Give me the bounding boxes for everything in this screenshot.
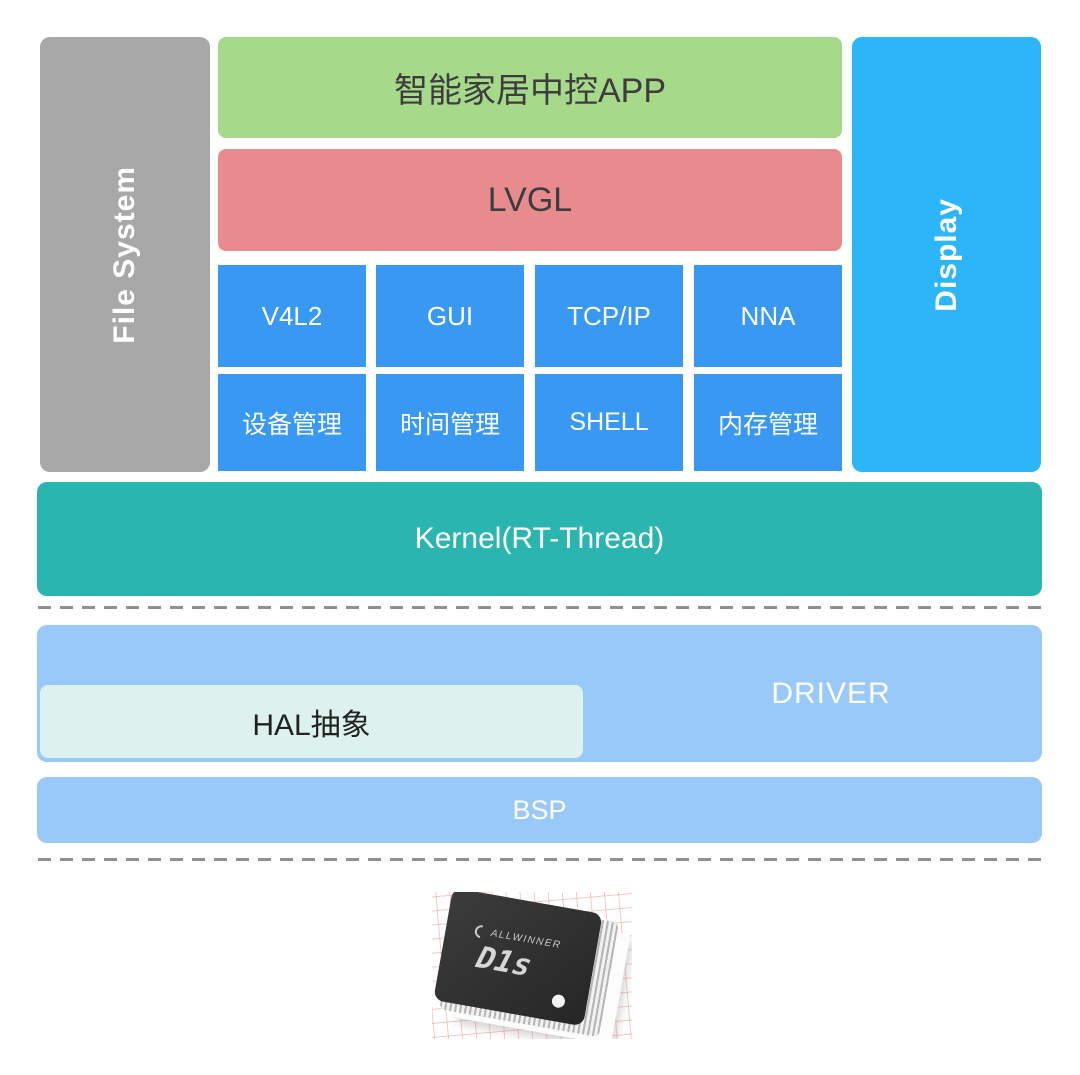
dashed-separator-top bbox=[38, 606, 1042, 609]
bsp-layer: BSP bbox=[37, 777, 1042, 843]
middleware-box-tcpip: TCP/IP bbox=[535, 265, 683, 367]
soc-chip-image: ALLWINNER D1s bbox=[432, 892, 632, 1039]
bsp-label: BSP bbox=[512, 794, 567, 825]
display-label: Display bbox=[929, 197, 963, 312]
hal-layer: HAL抽象 bbox=[40, 685, 583, 758]
file-system-layer: File System bbox=[40, 37, 210, 472]
lvgl-layer: LVGL bbox=[218, 149, 842, 251]
app-label: 智能家居中控APP bbox=[393, 72, 667, 110]
middleware-label: TCP/IP bbox=[567, 300, 651, 331]
middleware-box-time-mgmt: 时间管理 bbox=[376, 374, 524, 471]
middleware-label: 内存管理 bbox=[717, 410, 818, 439]
kernel-layer: Kernel(RT-Thread) bbox=[37, 482, 1042, 596]
dashed-separator-bottom bbox=[38, 858, 1042, 861]
middleware-box-device-mgmt: 设备管理 bbox=[218, 374, 366, 471]
middleware-label: V4L2 bbox=[261, 300, 323, 331]
middleware-label: SHELL bbox=[569, 408, 649, 436]
middleware-box-shell: SHELL bbox=[535, 374, 683, 471]
display-layer: Display bbox=[852, 37, 1041, 472]
middleware-label: GUI bbox=[426, 300, 474, 331]
lvgl-label: LVGL bbox=[487, 180, 573, 219]
middleware-box-v4l2: V4L2 bbox=[218, 265, 366, 367]
hal-label: HAL抽象 bbox=[252, 708, 371, 742]
kernel-label: Kernel(RT-Thread) bbox=[414, 522, 665, 555]
middleware-label: 设备管理 bbox=[241, 410, 342, 439]
chip-model-label: D1s bbox=[472, 940, 536, 984]
app-layer: 智能家居中控APP bbox=[218, 37, 842, 138]
middleware-box-memory-mgmt: 内存管理 bbox=[694, 374, 842, 471]
file-system-label: File System bbox=[108, 165, 141, 344]
middleware-box-gui: GUI bbox=[376, 265, 524, 367]
middleware-box-nna: NNA bbox=[694, 265, 842, 367]
middleware-label: NNA bbox=[740, 300, 796, 331]
allwinner-logo-icon bbox=[472, 922, 491, 941]
chip-pin1-dot bbox=[550, 993, 566, 1009]
middleware-label: 时间管理 bbox=[399, 410, 500, 439]
driver-label: DRIVER bbox=[771, 676, 891, 710]
